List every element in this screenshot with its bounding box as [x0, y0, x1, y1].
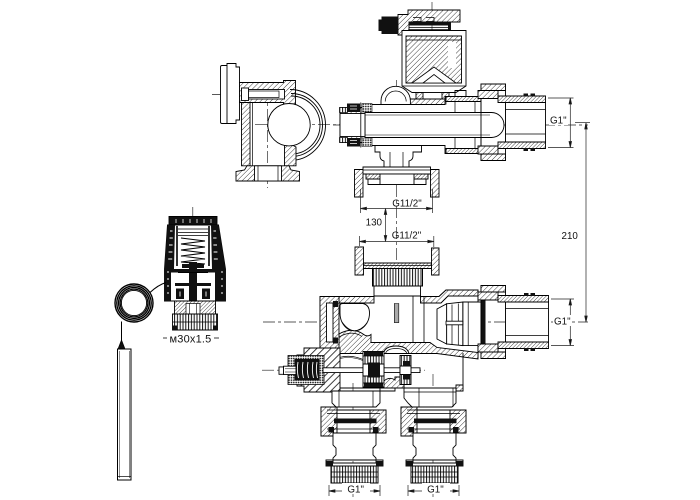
svg-text:G1": G1" — [427, 485, 444, 496]
svg-text:130: 130 — [366, 218, 383, 229]
svg-text:G11/2": G11/2" — [392, 231, 422, 242]
svg-text:210: 210 — [562, 231, 579, 242]
svg-text:м30x1.5: м30x1.5 — [170, 334, 212, 346]
svg-text:G1": G1" — [550, 116, 567, 127]
svg-text:G11/2": G11/2" — [392, 199, 422, 210]
svg-text:G1": G1" — [347, 485, 364, 496]
svg-text:G1": G1" — [554, 317, 571, 328]
